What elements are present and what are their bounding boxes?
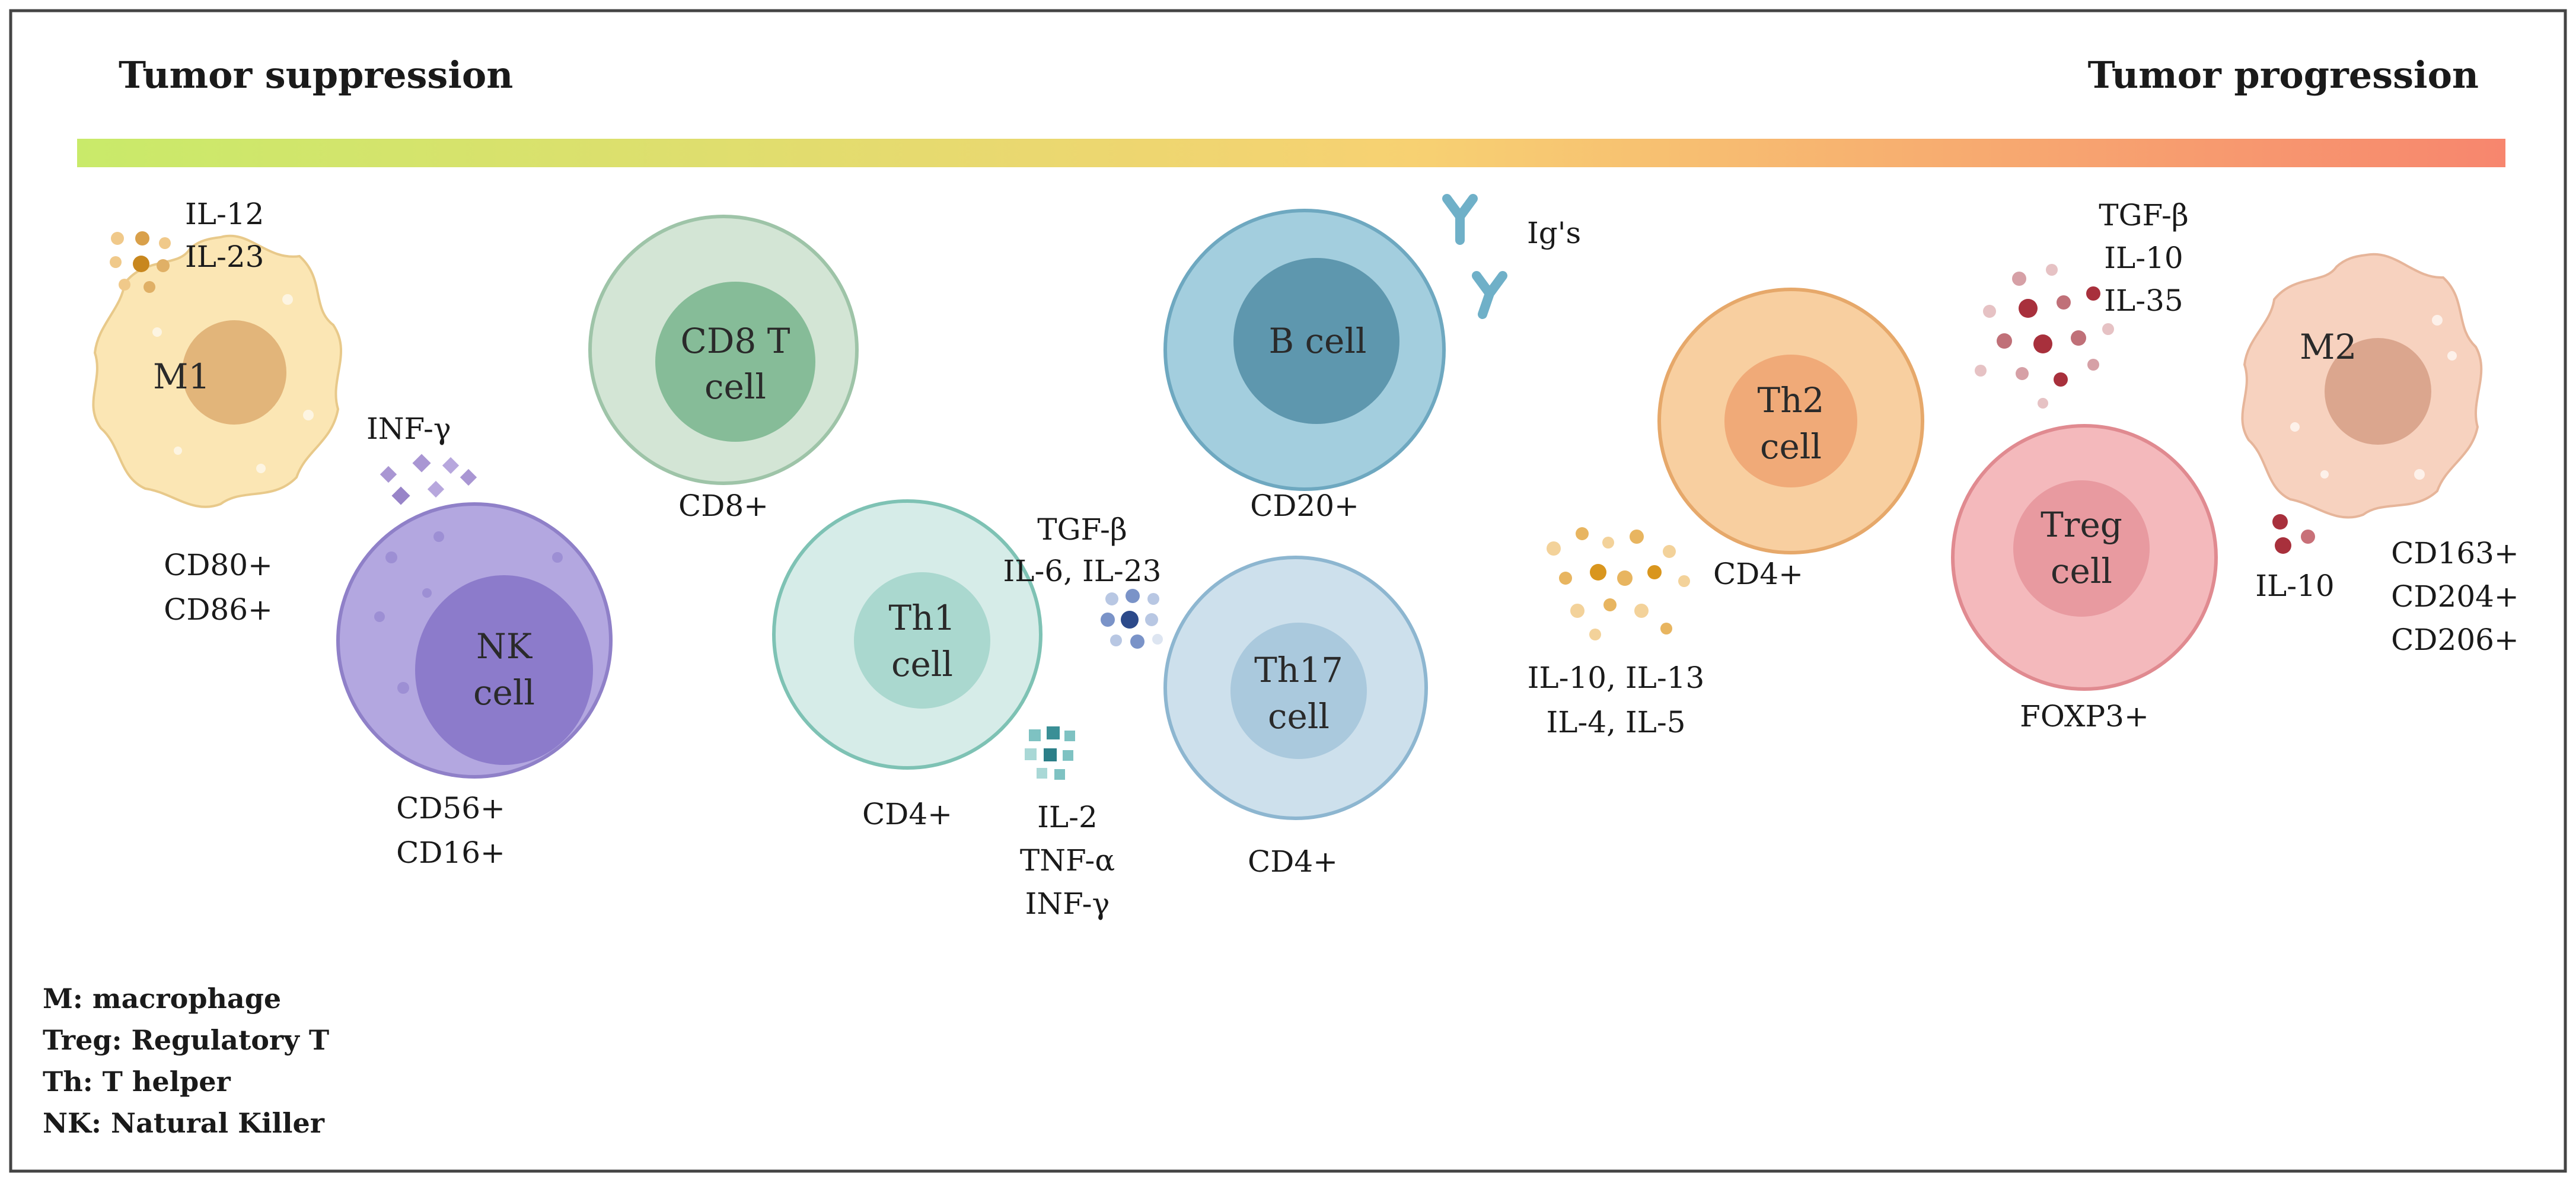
legend-abbr-3: Th [43,1066,83,1098]
legend-abbr-1: M [43,983,73,1015]
m1-marker-2: CD86+ [164,592,273,627]
legend-abbr-2: Treg [43,1024,112,1056]
legend-text-3: : T helper [83,1066,231,1098]
bcell-cytokine-1: Ig's [1527,216,1581,250]
b-cell: B cell CD20+ Ig's [1163,194,1581,523]
cd8-label-2: cell [704,366,766,407]
m1-macrophage: M1 IL-12 IL-23 CD80+ CD86+ [92,197,343,627]
nk-label-1: NK [476,626,533,667]
th2-nucleus [1724,355,1857,487]
treg-label-1: Treg [2041,505,2122,545]
th1-cytokine-3: INF-γ [1025,887,1110,921]
treg-marker-1: FOXP3+ [2020,699,2149,734]
m1-label: M1 [153,356,210,397]
th17-label-1: Th17 [1254,650,1343,690]
th17-label-2: cell [1268,696,1330,736]
header-right: Tumor progression [2088,53,2479,97]
th1-nucleus [854,572,990,709]
th1-marker-1: CD4+ [862,797,952,831]
th2-cell: Th2 cell CD4+ IL-10, IL-13 IL-4, IL-5 [1528,288,1924,739]
nk-nucleus [415,575,593,765]
cd8-t-cell: CD8 T cell CD8+ [588,215,859,523]
header-left: Tumor suppression [119,53,513,97]
bcell-marker-1: CD20+ [1250,489,1359,523]
legend-text-2: : Regulatory T [112,1024,330,1056]
legend-line-4: NK: Natural Killer [43,1107,325,1139]
th17-cell: TGF-β IL-6, IL-23 Th17 cell CD4+ [1003,512,1428,879]
m1-marker-1: CD80+ [164,548,273,582]
legend-line-3: Th: T helper [43,1066,231,1098]
th17-nucleus [1230,623,1367,759]
th2-cytokine-1: IL-10, IL-13 [1528,661,1705,695]
gradient-bar [77,139,2505,167]
th2-marker-1: CD4+ [1713,557,1803,591]
nk-marker-2: CD16+ [396,836,505,870]
bcell-nucleus [1233,258,1399,424]
abbreviation-legend: M: macrophage Treg: Regulatory T Th: T h… [43,983,329,1139]
treg-cytokine-dots [1975,264,2114,409]
nk-label-2: cell [473,672,535,713]
nk-marker-1: CD56+ [396,791,505,825]
th1-cytokine-1: IL-2 [1037,800,1098,834]
m1-cytokine-dots [110,231,171,293]
m2-label: M2 [2300,327,2357,367]
nk-cytokine-1: INF-γ [366,412,451,446]
th1-label-2: cell [891,644,953,684]
legend-line-1: M: macrophage [43,983,281,1015]
th17-cytokine-2: IL-6, IL-23 [1003,554,1162,588]
cd8-marker-1: CD8+ [678,489,769,523]
treg-cytokine-1: TGF-β [2099,198,2189,232]
th1-cytokine-2: TNF-α [1020,843,1115,878]
th2-label-1: Th2 [1758,380,1825,420]
m2-macrophage: M2 IL-10 CD163+ CD204+ CD206+ [2241,253,2519,657]
th2-label-2: cell [1760,426,1822,467]
th2-cytokine-2: IL-4, IL-5 [1546,705,1685,739]
m2-cytokine-dots [2272,514,2315,554]
m2-marker-3: CD206+ [2391,623,2519,657]
legend-abbr-4: NK [43,1107,93,1139]
legend-text-4: : Natural Killer [91,1107,325,1139]
m1-cytokine-2: IL-23 [185,240,264,274]
antibody-icon [1442,194,1507,319]
legend-text-1: : macrophage [73,983,281,1015]
treg-nucleus [2013,480,2150,617]
th1-cell: Th1 cell CD4+ IL-2 TNF-α INF-γ [772,499,1115,921]
th1-label-1: Th1 [889,598,956,638]
m1-cytokine-1: IL-12 [185,197,264,231]
th17-cytokine-dots [1101,589,1163,649]
treg-label-2: cell [2051,551,2112,591]
m2-cytokine-1: IL-10 [2255,569,2334,603]
legend-line-2: Treg: Regulatory T [43,1024,329,1056]
th17-marker-1: CD4+ [1248,844,1338,879]
treg-cell: TGF-β IL-10 IL-35 Treg cell FOXP3+ [1951,198,2218,734]
bcell-label: B cell [1269,321,1367,361]
th2-cytokine-dots [1547,527,1690,640]
th17-cytokine-1: TGF-β [1037,512,1127,547]
m2-marker-2: CD204+ [2391,579,2519,614]
m2-marker-1: CD163+ [2391,536,2519,570]
treg-cytokine-3: IL-35 [2104,283,2183,318]
treg-cytokine-2: IL-10 [2104,241,2183,275]
nk-cell: NK cell INF-γ CD56+ CD16+ [336,412,613,870]
cd8-label-1: CD8 T [681,321,790,361]
th1-cytokine-dots [1025,726,1075,780]
cd8-nucleus [655,282,815,442]
